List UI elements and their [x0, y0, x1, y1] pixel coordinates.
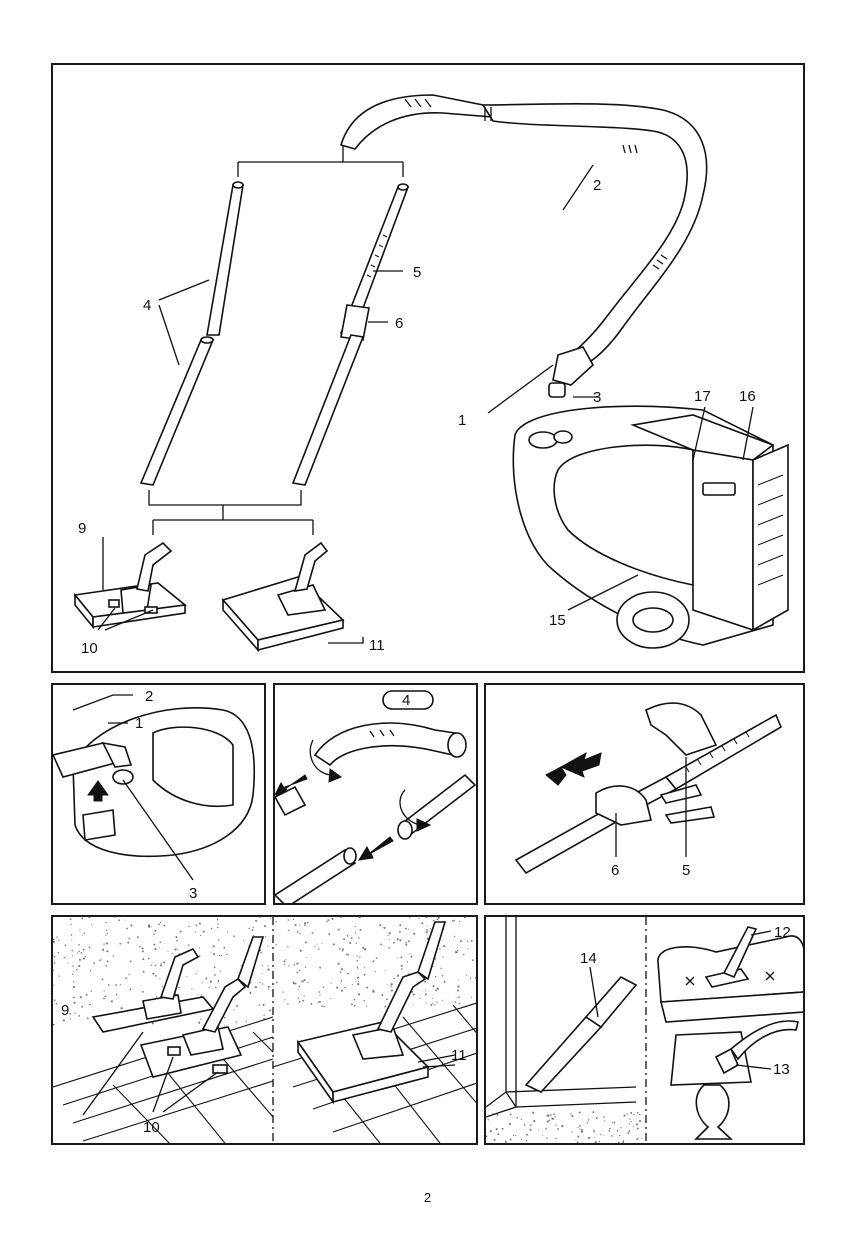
- label-17: 17: [694, 388, 711, 405]
- step-4-label: 4: [402, 692, 410, 709]
- label-5: 5: [682, 862, 690, 879]
- panel-attach-tubes: 4: [273, 683, 478, 905]
- tile-floor-left: [53, 1017, 273, 1145]
- connect-hose-drawing: 2 1 3: [53, 685, 266, 905]
- label-4: 4: [143, 297, 151, 314]
- label-3: 3: [593, 389, 601, 406]
- label-6: 6: [395, 315, 403, 332]
- label-11: 11: [369, 637, 385, 654]
- straight-tubes-drawing: [141, 182, 243, 485]
- label-13: 13: [773, 1061, 790, 1078]
- label-6: 6: [611, 862, 619, 879]
- telescopic-tube-drawing: [293, 184, 408, 485]
- panel-connect-hose: 2 1 3: [51, 683, 266, 905]
- panel-floor-nozzle: 9 10 11: [51, 915, 478, 1145]
- label-15: 15: [549, 612, 566, 629]
- carpet-pattern-accessories: [486, 1111, 644, 1145]
- label-3: 3: [189, 885, 197, 902]
- panel-telescopic-tube: 6 5: [484, 683, 805, 905]
- label-9: 9: [61, 1002, 69, 1019]
- label-2: 2: [145, 688, 153, 705]
- label-1: 1: [458, 412, 466, 429]
- label-10: 10: [81, 640, 98, 657]
- main-parts-figure: 2 5 6 4 3 1 17 16 15 9 10 11: [51, 63, 805, 673]
- telescopic-drawing: 6 5: [486, 685, 805, 905]
- label-5: 5: [413, 264, 421, 281]
- accessories-drawing: 14 12 13: [486, 917, 805, 1145]
- panel-accessories: 14 12 13: [484, 915, 805, 1145]
- main-parts-drawing: 2 5 6 4 3 1 17 16 15 9 10 11: [53, 65, 805, 673]
- label-2: 2: [593, 177, 601, 194]
- label-12: 12: [774, 924, 791, 941]
- floor-nozzle-11-drawing: [223, 543, 343, 650]
- hose-drawing: [341, 95, 707, 397]
- attach-tubes-drawing: 4: [275, 685, 478, 905]
- page-number: 2: [0, 1190, 855, 1205]
- floor-nozzle-9-drawing: [75, 543, 185, 627]
- carpet-pattern-right: [275, 917, 478, 1008]
- label-10: 10: [143, 1119, 160, 1136]
- label-1: 1: [135, 715, 143, 732]
- label-9: 9: [78, 520, 86, 537]
- floor-nozzle-drawing: 9 10 11: [53, 917, 478, 1145]
- label-16: 16: [739, 388, 756, 405]
- label-11: 11: [451, 1047, 467, 1064]
- label-14: 14: [580, 950, 597, 967]
